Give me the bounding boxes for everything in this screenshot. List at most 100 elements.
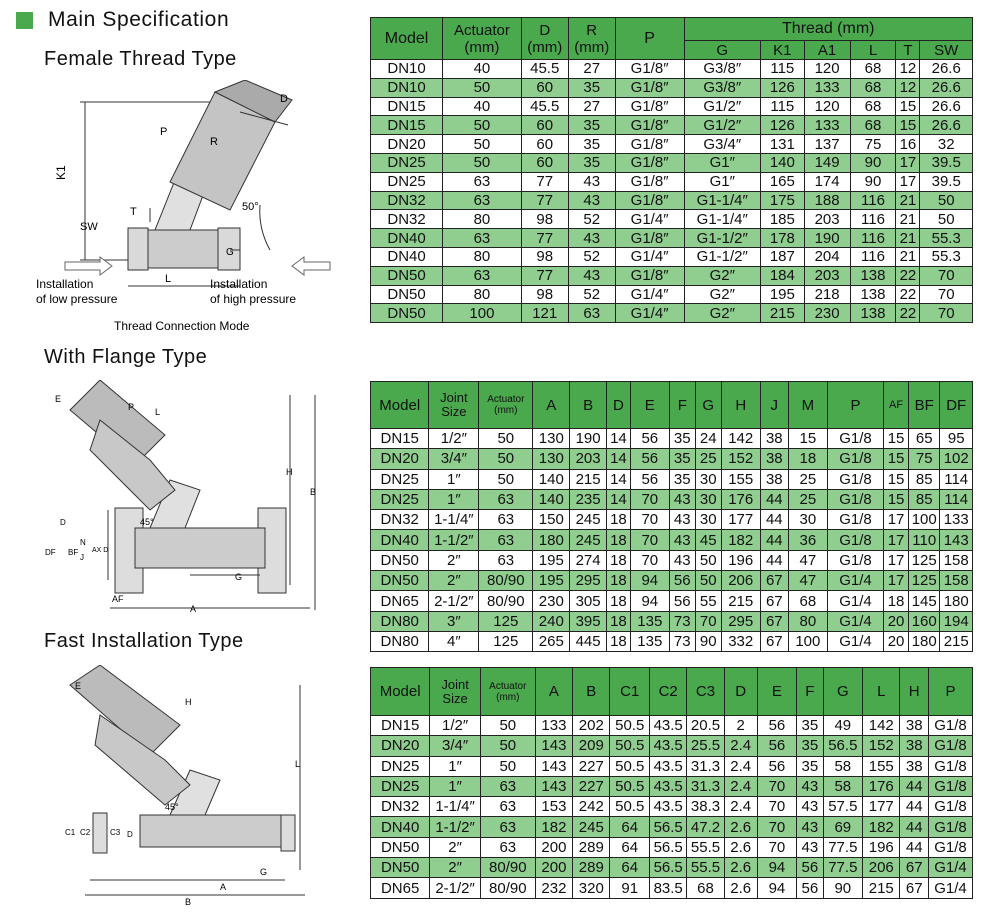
table-cell: 43 xyxy=(567,265,616,286)
table-cell: 26.6 xyxy=(919,96,973,117)
table-cell: 68 xyxy=(686,877,725,899)
d-label: D xyxy=(280,93,288,105)
table-cell: 15 xyxy=(895,115,921,136)
a-label: A xyxy=(220,882,226,892)
table-cell: 45 xyxy=(694,529,722,551)
table-cell: 160 xyxy=(908,610,941,632)
table-cell: 120 xyxy=(803,96,851,117)
table-cell: 1″ xyxy=(428,468,480,490)
h-label: H xyxy=(286,467,293,477)
low-pressure-label-1: Installation xyxy=(36,277,93,291)
table-cell: 70 xyxy=(919,284,973,305)
table-cell: 206 xyxy=(862,857,901,879)
table-cell: 18 xyxy=(606,509,631,531)
table-cell: 203 xyxy=(803,209,851,230)
table-cell: 44 xyxy=(759,488,789,511)
table-cell: 94 xyxy=(629,590,670,612)
table-cell: 1/2″ xyxy=(428,427,480,450)
table-cell: 142 xyxy=(862,714,901,737)
table-cell: G3/8″ xyxy=(683,77,761,98)
table-cell: 67 xyxy=(759,630,789,653)
table-cell: 22 xyxy=(895,284,921,305)
table-cell: DN32 xyxy=(369,209,444,230)
g-label: G xyxy=(260,867,267,877)
table-cell: 143 xyxy=(939,529,973,551)
table-cell: DN25 xyxy=(369,755,431,777)
table-cell: 121 xyxy=(520,303,569,324)
th-table2-11: M xyxy=(787,381,828,429)
table-cell: 1″ xyxy=(429,755,481,777)
table-cell: 190 xyxy=(569,427,607,450)
table-cell: 77.5 xyxy=(822,836,864,859)
table-cell: 152 xyxy=(720,448,761,470)
th-table3-4: B xyxy=(572,667,611,716)
table-cell: G2″ xyxy=(683,284,761,305)
table-cell: 68 xyxy=(849,77,897,98)
table-cell: DN50 xyxy=(369,836,431,859)
table-cell: 194 xyxy=(939,610,973,632)
table-cell: 35 xyxy=(796,714,824,737)
table-cell: 43 xyxy=(567,171,616,192)
table-cell: G1/8″ xyxy=(614,171,685,192)
table-cell: 27 xyxy=(567,96,616,117)
table-cell: 2.4 xyxy=(723,735,758,757)
table-cell: G1/8 xyxy=(927,836,974,859)
table-cell: 227 xyxy=(572,755,611,777)
table-cell: 130 xyxy=(532,448,571,470)
table-cell: 67 xyxy=(759,570,789,592)
table-cell: G1/8″ xyxy=(614,96,685,117)
table-cell: 77 xyxy=(520,171,569,192)
table-cell: 204 xyxy=(803,246,851,267)
table-cell: 40 xyxy=(442,59,522,79)
section-title-flange: With Flange Type xyxy=(44,346,208,368)
table-cell: 22 xyxy=(895,303,921,324)
table-cell: 14 xyxy=(606,448,631,470)
table-cell: DN20 xyxy=(369,134,444,154)
table-cell: 230 xyxy=(803,303,851,324)
table-cell: 38 xyxy=(759,468,789,490)
table-cell: 227 xyxy=(572,775,611,798)
table-cell: 182 xyxy=(534,816,574,838)
table-cell: 215 xyxy=(569,468,607,490)
l-label: L xyxy=(155,407,160,417)
table-cell: 445 xyxy=(569,630,607,653)
table-cell: 2.6 xyxy=(723,877,758,899)
th-thread-4: T xyxy=(895,40,921,60)
table-cell: 31.3 xyxy=(686,755,725,777)
table-cell: 125 xyxy=(478,630,534,653)
table-cell: 20 xyxy=(883,630,910,653)
table-cell: 138 xyxy=(849,284,897,305)
table-cell: 200 xyxy=(534,836,574,859)
th-table2-5: D xyxy=(606,381,631,429)
table-cell: 50.5 xyxy=(609,775,650,798)
table-cell: 1-1/4″ xyxy=(428,509,480,531)
table-cell: 70 xyxy=(629,488,670,511)
table-cell: 203 xyxy=(569,448,607,470)
df-label: DF xyxy=(45,548,56,557)
table-cell: G2″ xyxy=(683,265,761,286)
table-cell: 22 xyxy=(895,265,921,286)
table-cell: DN15 xyxy=(369,714,431,737)
table-cell: 58 xyxy=(822,775,864,798)
th-thread-1: K1 xyxy=(759,40,805,60)
table-cell: 133 xyxy=(803,115,851,136)
table-cell: DN20 xyxy=(369,448,430,470)
table-cell: 50.5 xyxy=(609,755,650,777)
table-cell: 98 xyxy=(520,284,569,305)
table-cell: 178 xyxy=(759,228,805,248)
table-cell: 176 xyxy=(862,775,901,798)
table-cell: 245 xyxy=(569,529,607,551)
table-cell: 26.6 xyxy=(919,59,973,79)
table-cell: 232 xyxy=(534,877,574,899)
j-label: J xyxy=(80,553,84,562)
table-cell: 63 xyxy=(567,303,616,324)
table-cell: DN50 xyxy=(369,570,430,592)
table-cell: 17 xyxy=(883,570,910,592)
table-cell: DN15 xyxy=(369,115,444,136)
table-cell: 50 xyxy=(479,714,536,737)
